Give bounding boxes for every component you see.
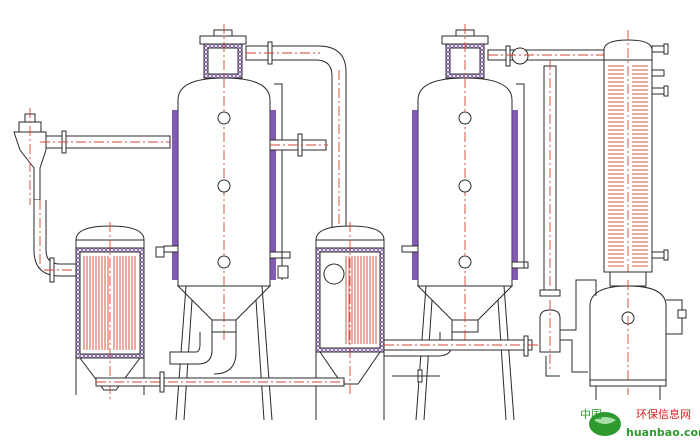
vapor-pipe-two — [487, 45, 605, 297]
heater-two — [315, 222, 385, 420]
evaporator-one — [155, 24, 291, 421]
condenser-tube-bundle — [608, 65, 648, 267]
heater-two-tube-bundle — [345, 256, 377, 344]
small-separator — [539, 279, 597, 377]
watermark-name: 环保信息网 — [636, 407, 691, 421]
watermark: 中国 环保信息网 huanbao.com — [580, 407, 700, 439]
watermark-cn: 中国 — [580, 408, 602, 421]
heater-one-tube-bundle — [83, 256, 136, 350]
evaporator-two — [401, 24, 529, 421]
vapor-pipe-one — [245, 41, 347, 280]
cyclone-separator — [13, 108, 171, 283]
bottom-piping — [95, 331, 540, 393]
heater-one — [75, 222, 145, 400]
watermark-domain: huanbao.com — [626, 426, 700, 439]
condenser-column — [589, 30, 687, 400]
